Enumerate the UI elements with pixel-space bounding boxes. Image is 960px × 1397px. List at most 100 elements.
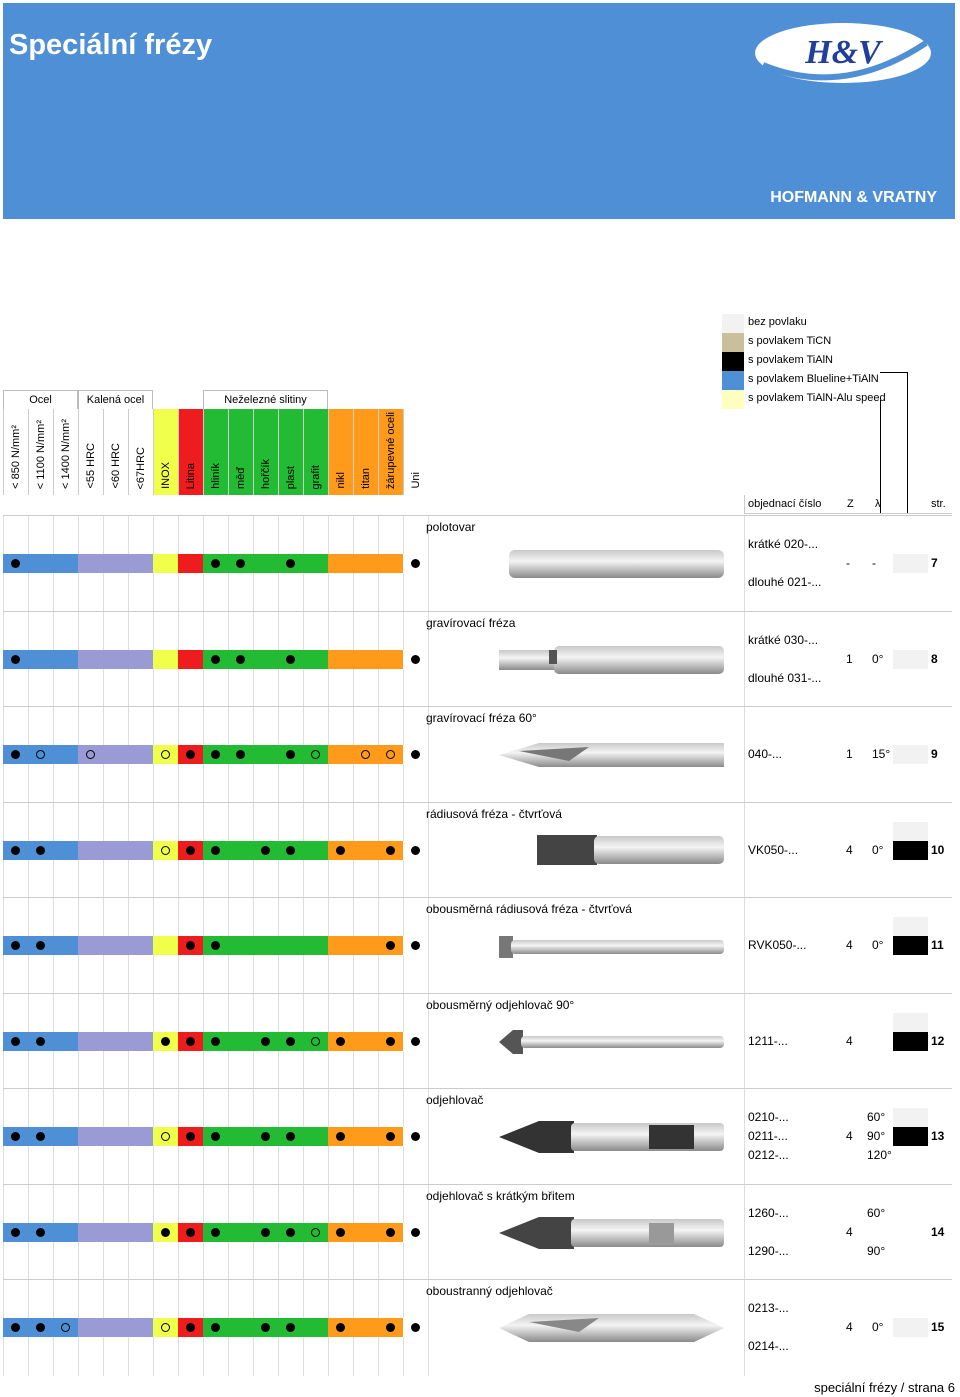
brand-name: HOFMANN & VRATNY xyxy=(770,189,937,206)
material-cell xyxy=(353,936,378,955)
material-col-header: plast xyxy=(278,409,303,495)
material-strip xyxy=(3,1031,428,1051)
material-col-header: žárupevné oceli xyxy=(378,409,403,495)
material-label: žárupevné oceli xyxy=(385,411,397,489)
material-cell xyxy=(228,1222,253,1242)
material-strip xyxy=(3,1127,428,1146)
material-cell xyxy=(3,1222,28,1242)
order-code: krátké 030-... xyxy=(748,632,819,647)
conditional-dot xyxy=(161,750,170,759)
material-cell xyxy=(203,936,228,955)
page-reference[interactable]: 14 xyxy=(931,1224,945,1239)
page-reference[interactable]: 10 xyxy=(931,842,945,857)
order-code: 0211-... xyxy=(748,1129,788,1143)
material-col-header: < 1400 N/mm² xyxy=(53,409,78,495)
grid-line xyxy=(428,516,429,612)
helix-angle: - xyxy=(872,556,876,570)
material-cell xyxy=(128,840,153,860)
material-label: <55 HRC xyxy=(85,443,97,489)
page-reference[interactable]: 12 xyxy=(931,1033,945,1048)
suitable-dot xyxy=(161,1036,170,1046)
material-cell xyxy=(153,1031,178,1051)
grid-line xyxy=(428,993,429,1090)
material-cell xyxy=(53,649,78,669)
material-cell xyxy=(278,936,303,955)
page-reference[interactable]: 13 xyxy=(931,1129,945,1143)
suitable-dot xyxy=(211,750,220,759)
suitable-dot xyxy=(211,1323,220,1332)
material-label: grafit xyxy=(310,464,322,489)
material-col-header: hliník xyxy=(203,409,228,495)
suitable-dot xyxy=(11,941,20,950)
material-cell xyxy=(378,1031,403,1051)
material-cell xyxy=(3,745,28,764)
material-cell xyxy=(178,1127,203,1146)
material-cell xyxy=(203,1318,228,1337)
coating-cell xyxy=(893,1318,928,1337)
material-cell xyxy=(128,649,153,669)
material-cell xyxy=(278,1127,303,1146)
material-cell xyxy=(128,745,153,764)
material-cell xyxy=(178,649,203,669)
coating-cell xyxy=(893,1012,928,1032)
group-nezelezne-slitiny: Neželezné slitiny xyxy=(203,390,328,409)
material-cell xyxy=(303,1222,328,1242)
suitable-dot xyxy=(186,941,195,950)
material-cell xyxy=(203,1222,228,1242)
page-reference[interactable]: 11 xyxy=(931,938,944,952)
material-cell xyxy=(303,840,328,860)
material-cell xyxy=(253,840,278,860)
material-cell xyxy=(378,554,403,573)
page-reference[interactable]: 9 xyxy=(931,747,938,761)
material-cell xyxy=(53,936,78,955)
product-title: odjehlovač xyxy=(426,1093,484,1107)
suitable-dot xyxy=(386,1323,395,1332)
material-cell xyxy=(328,745,353,764)
flute-count: 4 xyxy=(846,1224,853,1239)
conditional-dot xyxy=(161,1132,170,1141)
material-cell xyxy=(228,1031,253,1051)
grid-line xyxy=(744,1280,745,1376)
suitable-dot xyxy=(411,1036,420,1046)
material-strip xyxy=(3,1318,428,1337)
order-code: 1260-... xyxy=(748,1205,789,1220)
material-cell xyxy=(3,1031,28,1051)
material-cell xyxy=(53,1127,78,1146)
page-reference[interactable]: 7 xyxy=(931,556,938,570)
order-code: dlouhé 031-... xyxy=(748,670,822,685)
conditional-dot xyxy=(361,750,370,759)
material-cell xyxy=(128,1127,153,1146)
material-cell xyxy=(153,745,178,764)
grid-line xyxy=(428,1089,429,1185)
page-reference[interactable]: 15 xyxy=(931,1320,945,1334)
material-cell xyxy=(3,554,28,573)
material-cell xyxy=(203,1031,228,1051)
conditional-dot xyxy=(161,845,170,855)
suitable-dot xyxy=(186,1227,195,1237)
suitable-dot xyxy=(336,1132,345,1141)
material-cell xyxy=(378,1222,403,1242)
material-cell xyxy=(303,649,328,669)
suitable-dot xyxy=(261,1036,270,1046)
product-title: polotovar xyxy=(426,520,476,534)
material-cell xyxy=(128,1318,153,1337)
material-cell xyxy=(403,745,428,764)
material-col-header: nikl xyxy=(328,409,353,495)
suitable-dot xyxy=(11,559,20,568)
material-cell xyxy=(303,745,328,764)
page-reference[interactable]: 8 xyxy=(931,651,938,666)
suitable-dot xyxy=(11,845,20,855)
material-cell xyxy=(153,1127,178,1146)
tool-image xyxy=(499,1310,724,1344)
suitable-dot xyxy=(211,1227,220,1237)
material-cell xyxy=(403,1222,428,1242)
conditional-dot xyxy=(386,750,395,759)
material-strip xyxy=(3,649,428,669)
material-cell xyxy=(378,649,403,669)
material-cell xyxy=(203,840,228,860)
material-col-header: hořčík xyxy=(253,409,278,495)
suitable-dot xyxy=(386,1036,395,1046)
coating-cell xyxy=(893,745,928,764)
